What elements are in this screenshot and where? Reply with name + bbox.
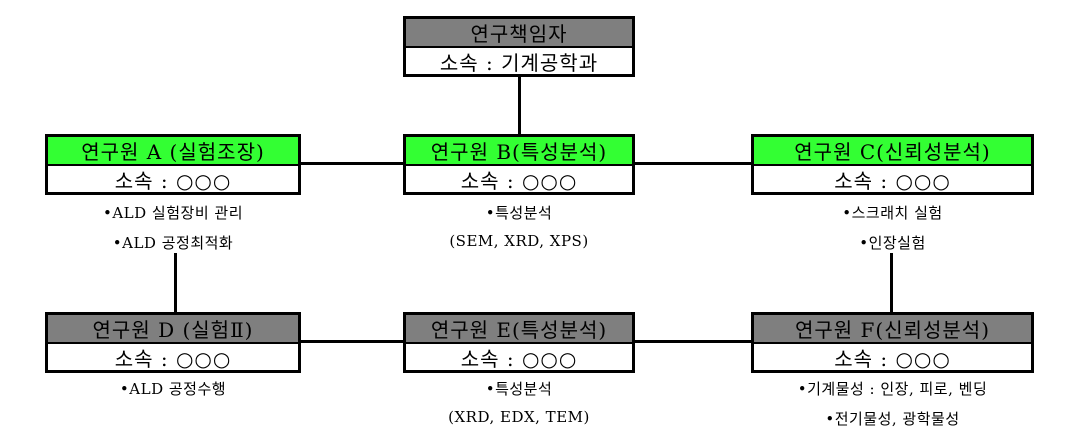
researcher-b-duty: •특성분석: [485, 204, 553, 222]
researcher-a-duty: •ALD 실험장비 관리: [102, 204, 243, 222]
researcher-a-title: 연구원 A (실험조장): [48, 137, 298, 166]
researcher-e-duty: (XRD, EDX, TEM): [448, 408, 590, 426]
researcher-b-box: 연구원 B(특성분석) 소속 : ○○○: [403, 134, 635, 195]
researcher-e-box: 연구원 E(특성분석) 소속 : ○○○: [403, 312, 635, 373]
leader-box: 연구책임자 소속 : 기계공학과: [403, 16, 635, 77]
researcher-e-title: 연구원 E(특성분석): [406, 315, 632, 344]
researcher-c-title: 연구원 C(신뢰성분석): [754, 137, 1031, 166]
leader-title: 연구책임자: [406, 19, 632, 48]
researcher-b-affiliation: 소속 : ○○○: [460, 168, 578, 193]
researcher-f-title: 연구원 F(신뢰성분석): [754, 315, 1031, 344]
researcher-a-duty: •ALD 공정최적화: [112, 234, 234, 252]
researcher-e-affiliation: 소속 : ○○○: [460, 346, 578, 371]
researcher-f-duty: •전기물성, 광학물성: [825, 410, 960, 428]
researcher-d-title: 연구원 D (실험Ⅱ): [48, 315, 298, 344]
researcher-f-affiliation: 소속 : ○○○: [834, 346, 951, 371]
researcher-a-affiliation: 소속 : ○○○: [114, 168, 232, 193]
leader-affiliation: 소속 : 기계공학과: [439, 50, 599, 75]
researcher-d-affiliation: 소속 : ○○○: [114, 346, 232, 371]
researcher-f-box: 연구원 F(신뢰성분석) 소속 : ○○○: [751, 312, 1034, 373]
researcher-a-box: 연구원 A (실험조장) 소속 : ○○○: [45, 134, 301, 195]
researcher-d-box: 연구원 D (실험Ⅱ) 소속 : ○○○: [45, 312, 301, 373]
connector-leader-to-b: [518, 76, 521, 136]
researcher-b-duty: (SEM, XRD, XPS): [449, 232, 589, 250]
researcher-d-duty: •ALD 공정수행: [119, 380, 227, 398]
researcher-c-duty: •인장실험: [859, 234, 926, 252]
researcher-c-duty: •스크래치 실험: [842, 204, 943, 222]
researcher-c-box: 연구원 C(신뢰성분석) 소속 : ○○○: [751, 134, 1034, 195]
researcher-e-duty: •특성분석: [485, 380, 553, 398]
connector-c-to-f: [890, 253, 893, 313]
researcher-b-title: 연구원 B(특성분석): [406, 137, 632, 166]
researcher-f-duty: •기계물성 : 인장, 피로, 벤딩: [797, 380, 988, 398]
connector-a-to-d: [174, 253, 177, 313]
researcher-c-affiliation: 소속 : ○○○: [834, 168, 951, 193]
